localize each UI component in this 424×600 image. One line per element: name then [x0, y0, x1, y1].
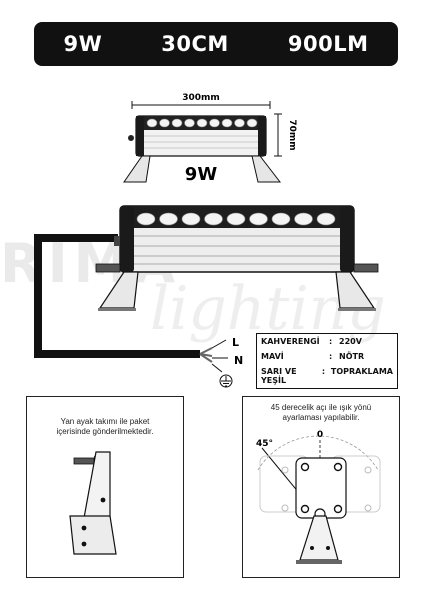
- bracket-drawing: [69, 451, 117, 555]
- spec-banner: 9W 30CM 900LM: [34, 22, 398, 66]
- angle-drawing: [257, 435, 381, 564]
- led-lens: [249, 212, 268, 226]
- led-lens: [184, 118, 195, 128]
- length-spec: 30CM: [161, 32, 229, 56]
- angle-info-text: 45 derecelik açı ile ışık yönü ayarlamas…: [270, 403, 372, 422]
- wiring-row-ground: SARI VE YEŞİL : TOPRAKLAMA: [261, 367, 393, 385]
- led-lens: [221, 118, 233, 128]
- led-lens: [181, 212, 201, 226]
- width-dimension-label: 300mm: [182, 93, 220, 103]
- small-fixture-diagram: [123, 101, 282, 183]
- led-lens: [209, 118, 220, 128]
- angle-0-label: 0: [317, 430, 323, 440]
- led-lens: [196, 118, 208, 128]
- led-lens: [136, 212, 156, 226]
- led-lens: [171, 118, 183, 128]
- large-fixture: [34, 205, 379, 363]
- wiring-table: KAHVERENGİ : 220V MAVİ : NÖTR SARI VE YE…: [256, 333, 398, 389]
- led-lens: [159, 118, 170, 128]
- led-lens: [294, 212, 313, 226]
- angle-45-label: 45°: [256, 439, 273, 449]
- led-lens: [204, 212, 223, 226]
- power-spec: 9W: [63, 32, 103, 56]
- bracket-info-box: Yan ayak takımı ile paket içerisinde gön…: [26, 396, 184, 578]
- neutral-label: N: [234, 354, 243, 367]
- wiring-row-brown: KAHVERENGİ : 220V: [261, 337, 362, 346]
- led-lens: [226, 212, 246, 226]
- angle-info-box: 45 derecelik açı ile ışık yönü ayarlamas…: [242, 396, 400, 578]
- wiring-row-blue: MAVİ : NÖTR: [261, 352, 365, 361]
- ground-icon: [219, 374, 233, 388]
- led-lens: [234, 118, 245, 128]
- bracket-info-text: Yan ayak takımı ile paket içerisinde gön…: [56, 417, 154, 436]
- led-lens: [146, 118, 158, 128]
- led-lens: [271, 212, 291, 226]
- power-label: 9W: [185, 164, 218, 185]
- led-lens: [246, 118, 258, 128]
- led-lens: [159, 212, 178, 226]
- height-dimension-label: 70mm: [287, 119, 297, 150]
- live-label: L: [232, 336, 239, 349]
- led-lens: [316, 212, 336, 226]
- lumen-spec: 900LM: [287, 32, 369, 56]
